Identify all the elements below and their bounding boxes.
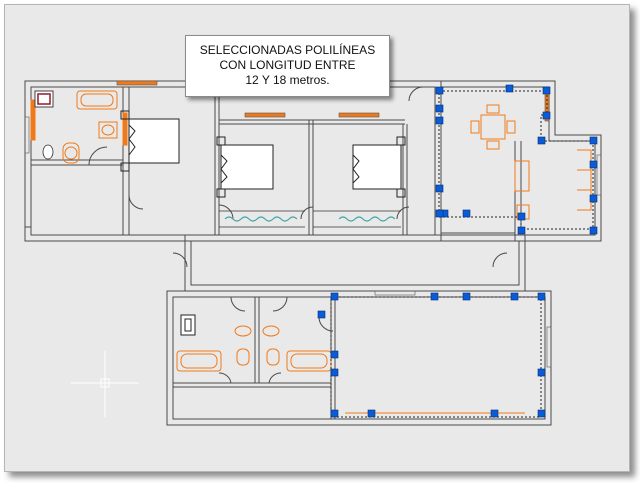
window — [244, 112, 286, 118]
nightstand — [396, 136, 406, 146]
door-arc — [230, 296, 246, 312]
door-arc — [300, 206, 314, 220]
wardrobe-marker — [338, 216, 396, 222]
door-arc — [492, 252, 508, 268]
nightstand — [120, 162, 130, 172]
nightstand — [216, 188, 226, 198]
callout-line-2: CON LONGITUD ENTRE — [219, 58, 356, 72]
toilet — [266, 348, 280, 366]
door-arc — [172, 252, 188, 268]
bed-pillow — [220, 154, 228, 184]
window — [374, 290, 416, 296]
door-arc — [88, 146, 108, 166]
vanity — [98, 121, 118, 139]
door-arc — [396, 206, 410, 220]
dining-table — [480, 114, 506, 140]
shower-tray — [34, 90, 54, 108]
wall — [441, 86, 596, 236]
interior-wall-bottom — [172, 296, 546, 420]
chair — [486, 104, 500, 114]
window-frame — [122, 112, 128, 146]
chair — [506, 120, 516, 134]
window-frame — [30, 99, 36, 141]
bed-1 — [128, 118, 180, 164]
sink — [234, 325, 252, 337]
toilet — [62, 142, 80, 164]
nightstand — [396, 188, 406, 198]
kitchen-counter — [514, 160, 530, 192]
window — [596, 154, 602, 196]
bed-pillow — [128, 124, 136, 156]
window — [338, 112, 380, 118]
bathtub — [76, 90, 118, 110]
door-arc — [218, 372, 232, 384]
bathtub-inner — [80, 93, 114, 107]
bidet — [42, 144, 54, 160]
window — [116, 80, 158, 86]
nightstand — [216, 136, 226, 146]
callout-line-3: 12 Y 18 metros. — [245, 73, 330, 87]
exterior-wall-bottom — [166, 290, 552, 426]
nightstand — [120, 110, 130, 120]
window — [24, 116, 30, 154]
shower-drain — [37, 93, 51, 105]
window — [546, 326, 552, 368]
hallway — [184, 234, 526, 292]
bed-2 — [220, 144, 274, 190]
door-arc — [318, 316, 334, 332]
door-arc — [408, 86, 424, 102]
toilet-bowl — [64, 146, 78, 160]
door-arc — [128, 194, 144, 210]
door-arc — [218, 204, 234, 220]
bed-3 — [352, 144, 402, 190]
crosshair-cursor-icon — [71, 351, 139, 417]
callout-line-1: SELECCIONADAS POLILÍNEAS — [199, 43, 376, 57]
selected-polyline-top-right — [438, 90, 594, 230]
bathtub — [176, 350, 222, 372]
hallway-inner — [190, 240, 520, 286]
selected-polyline-bottom-right — [330, 296, 542, 418]
drawing-canvas[interactable]: SELECCIONADAS POLILÍNEAS CON LONGITUD EN… — [4, 4, 630, 472]
sink — [262, 325, 280, 337]
shower-fixture — [180, 314, 196, 336]
toilet — [236, 348, 250, 366]
bed-pillow — [352, 154, 360, 184]
kitchen-cabinets — [577, 149, 592, 211]
chair — [486, 140, 500, 150]
door-arc — [268, 372, 282, 384]
selection-message-box: SELECCIONADAS POLILÍNEAS CON LONGITUD EN… — [185, 35, 390, 97]
sink — [101, 124, 115, 136]
wardrobe-marker — [224, 216, 298, 222]
floor-plan — [24, 80, 602, 426]
chair — [470, 120, 480, 134]
door-arc — [272, 296, 288, 312]
selection-grip-icon — [317, 84, 598, 418]
